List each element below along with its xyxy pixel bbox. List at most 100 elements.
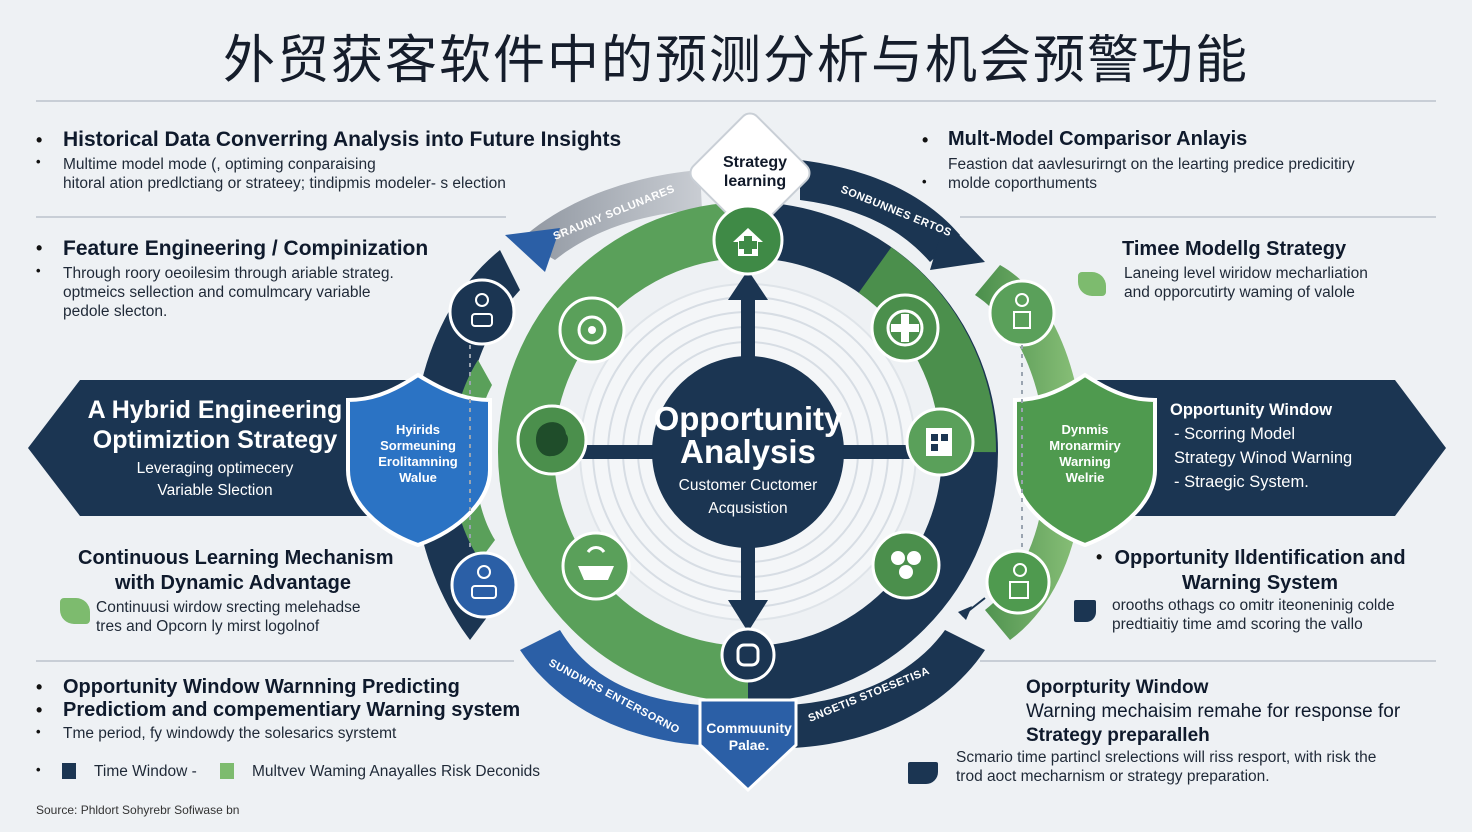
bullet: • (922, 174, 927, 189)
bullet: • (36, 154, 41, 169)
legend-swatch-navy (62, 763, 76, 779)
divider-left-1 (36, 216, 506, 218)
legend-swatch-green (220, 763, 234, 779)
right-s2-heading: Timee Modellg Strategy (1122, 238, 1347, 260)
ring-node-lower-left (561, 531, 631, 601)
divider-right-2 (980, 660, 1436, 662)
top-node-label: Strategy learning (700, 153, 810, 191)
right-s4-text: Scmario time partincl srelections will r… (956, 748, 1376, 786)
bullet: • (36, 762, 41, 777)
right-shield-line-4: Welrie (1065, 470, 1105, 485)
left-s2-line-1: Through roory oeoilesim through ariable … (63, 265, 394, 282)
left-node-top (448, 278, 516, 346)
right-s2-line-1: Laneing level wiridow mecharliation (1124, 265, 1368, 282)
left-s1-line-2: hitoral ation predlctiang or strateey; t… (63, 175, 506, 192)
right-node-bottom (985, 549, 1051, 615)
right-s1-line-2: molde coporthuments (948, 175, 1098, 192)
ring-node-upper-right (870, 293, 940, 363)
leaf-icon (60, 598, 90, 624)
right-shield-line-2: Mronarmiry (1049, 438, 1121, 453)
right-swoosh (975, 265, 1085, 640)
arc-bottom-right (790, 630, 985, 748)
right-s4-heading: Oporpturity Window Warning mechaisim rem… (1026, 676, 1400, 748)
divider-right-1 (960, 216, 1436, 218)
left-s4-line: Tme period, fy windowdy the solesarics s… (63, 725, 397, 742)
ring-node-upper-left (558, 296, 626, 364)
right-s4-heading-1: Oporpturity Window (1026, 677, 1209, 698)
legend-item-2: Multvev Waming Anayalles Risk Deconids (252, 763, 541, 780)
page-title: 外贸获客软件中的预测分析与机会预警功能 (222, 31, 1249, 91)
bullet: • (36, 263, 41, 278)
bullet: • (36, 130, 43, 150)
right-banner-line-2: - Scorring Model (1174, 425, 1296, 443)
bottom-node-line-1: Commuunity (706, 720, 792, 736)
right-s3-line-1: orooths othags co omitr iteoneninig cold… (1112, 597, 1395, 614)
right-s3-heading: Opportunity Ildentification and Warning … (1110, 546, 1410, 596)
arrow-down-head (728, 600, 768, 632)
right-banner-text: Opportunity Window - Scorring Model Stra… (1150, 398, 1382, 494)
arc-top-left-head (505, 228, 560, 272)
bottom-node-label: Commuunity Palae. (694, 720, 804, 754)
right-s1-heading: Mult-Model Comparisor Anlayis (948, 128, 1248, 150)
right-s4-heading-2: Warning mechaisim remahe for response fo… (1026, 701, 1401, 722)
left-banner-title-2: Optimiztion Strategy (92, 426, 338, 454)
leaf-icon (1078, 272, 1106, 296)
left-shield-line-2: Sormeuning (380, 438, 456, 453)
left-s2-heading: Feature Engineering / Compinization (63, 237, 429, 260)
left-s4-heading-1: Opportunity Window Warnning Predicting (63, 676, 460, 698)
right-node-top (988, 279, 1056, 347)
bullet: • (36, 238, 43, 258)
right-s2-line-2: and opporcutirty waming of valole (1124, 284, 1355, 301)
right-shield (1013, 372, 1157, 548)
center-title-line-2: Analysis (680, 433, 816, 470)
left-banner-title-1: A Hybrid Engineering (87, 396, 343, 424)
right-s4-line-2: trod aoct mecharnism or strategy prepara… (956, 768, 1270, 785)
left-node-bottom (450, 551, 518, 619)
left-shield-line-4: Walue (399, 470, 437, 485)
bullet: • (36, 724, 41, 739)
center-subtitle-line-2: Acqusistion (708, 500, 788, 517)
divider-left-2 (36, 660, 514, 662)
right-s3-heading-1: Opportunity Ildentification and (1114, 547, 1406, 569)
left-s3-heading: Continuous Learning Mechanism with Dynam… (78, 546, 394, 596)
right-shield-line-1: Dynmis (1061, 422, 1109, 437)
arc-top-left (520, 170, 702, 260)
right-arrow-small-line (961, 597, 986, 617)
ring-node-right (905, 407, 975, 477)
left-s3-heading-1: Continuous Learning Mechanism (78, 547, 394, 569)
center-subtitle: Customer Cuctomer Acqusistion (648, 474, 848, 520)
right-shield-label: Dynmis Mronarmiry Warning Welrie (1025, 422, 1145, 486)
center-title-line-1: Opportunity (653, 400, 843, 437)
source-note: Source: Phldort Sohyrebr Sofiwase bn (36, 803, 240, 817)
ring-node-lower-right (871, 530, 941, 600)
left-shield-label: Hyirids Sormeuning Erolitamning Walue (358, 422, 478, 486)
bottom-node-line-2: Palae. (728, 737, 770, 753)
right-shield-line-3: Warning (1059, 454, 1111, 469)
center-subtitle-line-1: Customer Cuctomer (678, 477, 818, 494)
bullet: • (922, 130, 929, 150)
left-shield (346, 372, 492, 548)
top-node-line-1: Strategy (722, 154, 788, 171)
center-circle (652, 356, 844, 548)
ring-node-top (712, 204, 784, 276)
left-s3-line-1: Continuusi wirdow srecting melehadse (96, 599, 361, 616)
square-icon (908, 762, 938, 784)
left-banner-sub: Leveraging optimecery Variable Slection (60, 458, 370, 502)
bottom-node (698, 627, 798, 793)
left-banner-sub-1: Leveraging optimecery (136, 460, 294, 477)
left-s1-line-1: Multime model mode (, optiming conparais… (63, 156, 376, 173)
left-swoosh (412, 250, 520, 640)
right-s4-heading-3: Strategy preparalleh (1026, 725, 1210, 746)
left-s3-text: Continuusi wirdow srecting melehadse tre… (96, 598, 361, 636)
bullet: • (36, 677, 43, 697)
right-s2-text: Laneing level wiridow mecharliation and … (1124, 264, 1368, 302)
left-s2-line-3: pedole slecton. (63, 303, 168, 320)
title-divider (36, 100, 1436, 102)
left-s1-heading: Historical Data Converring Analysis into… (63, 128, 622, 151)
right-s3-text: orooths othags co omitr iteoneninig cold… (1112, 596, 1395, 634)
arc-bottom-left (520, 630, 700, 745)
right-s1-line-1: Feastion dat aavlesurirngt on the learti… (948, 156, 1355, 173)
right-banner-line-3: Strategy Winod Warning (1174, 449, 1353, 467)
arrow-up-head (728, 270, 768, 300)
left-shield-line-1: Hyirids (395, 422, 441, 437)
